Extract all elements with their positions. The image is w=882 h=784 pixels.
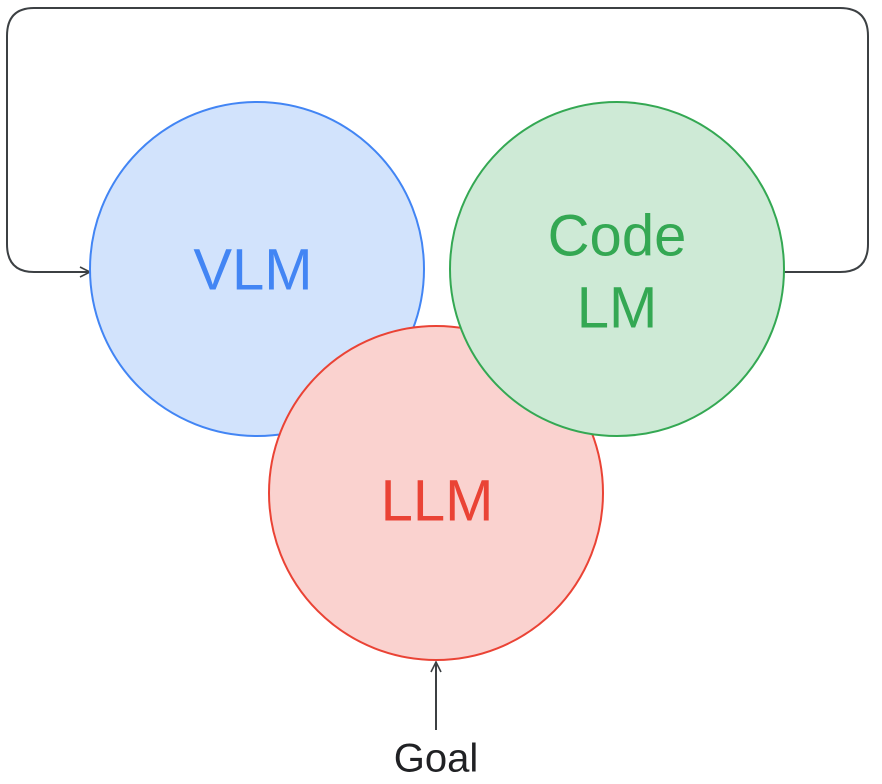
- goal-label: Goal: [394, 737, 479, 781]
- feedback-loop-arrow: [6, 7, 869, 272]
- code-lm-label-line1: Code: [548, 203, 687, 268]
- vlm-label: VLM: [193, 237, 312, 302]
- code-lm-label-line2: LM: [577, 275, 658, 340]
- code-lm-circle: [449, 101, 785, 437]
- llm-circle: [268, 325, 604, 661]
- llm-label: LLM: [381, 468, 494, 533]
- vlm-circle: [89, 101, 425, 437]
